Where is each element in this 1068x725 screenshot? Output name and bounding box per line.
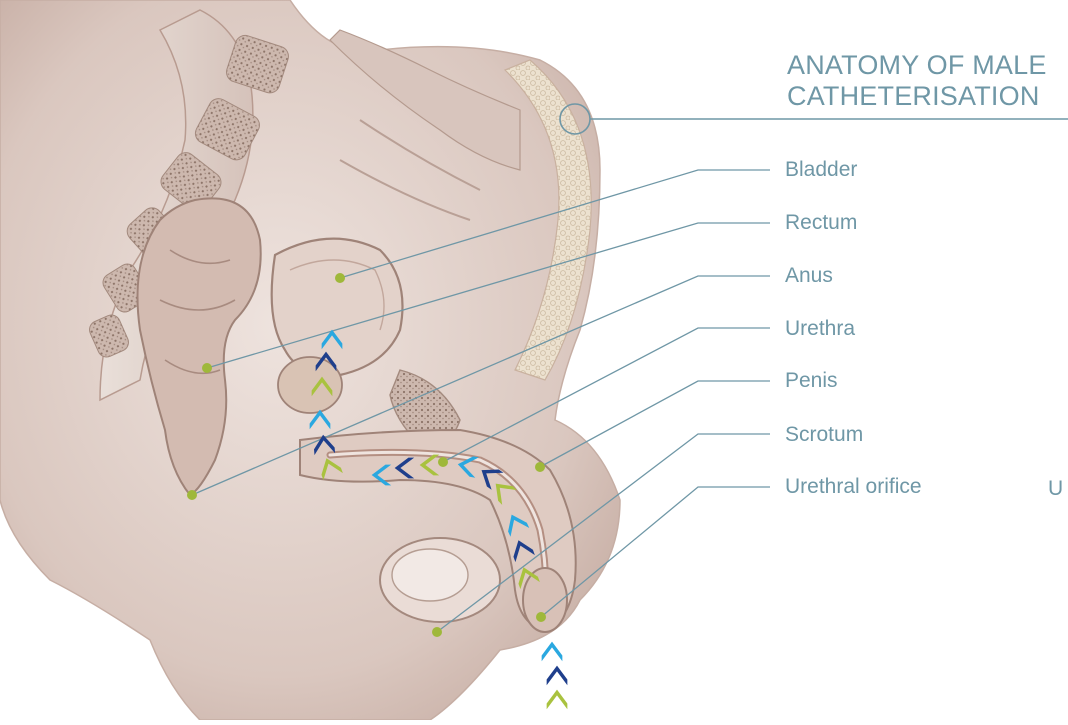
label-scrotum: Scrotum [785, 423, 863, 447]
chevron-arrow-icon [547, 666, 568, 686]
marker-dot-urethra [438, 457, 448, 467]
label-anus: Anus [785, 264, 833, 288]
testis [392, 549, 468, 601]
label-rectum: Rectum [785, 211, 857, 235]
label-urethral-orifice: Urethral orifice [785, 475, 922, 499]
chevron-arrow-icon [542, 642, 563, 662]
page-title-line-2: CATHETERISATION [787, 81, 1040, 111]
marker-dot-urethral-orifice [536, 612, 546, 622]
label-bladder: Bladder [785, 158, 857, 182]
label-penis: Penis [785, 369, 838, 393]
page-title-line-1: ANATOMY OF MALE [787, 50, 1047, 80]
bladder-organ [272, 239, 403, 376]
label-urethra: Urethra [785, 317, 855, 341]
chevron-arrow-icon [547, 690, 568, 710]
glans [523, 568, 567, 632]
marker-dot-anus [187, 490, 197, 500]
marker-dot-penis [535, 462, 545, 472]
marker-dot-rectum [202, 363, 212, 373]
marker-dot-bladder [335, 273, 345, 283]
marker-dot-scrotum [432, 627, 442, 637]
edge-fragment-text: U [1048, 477, 1063, 501]
